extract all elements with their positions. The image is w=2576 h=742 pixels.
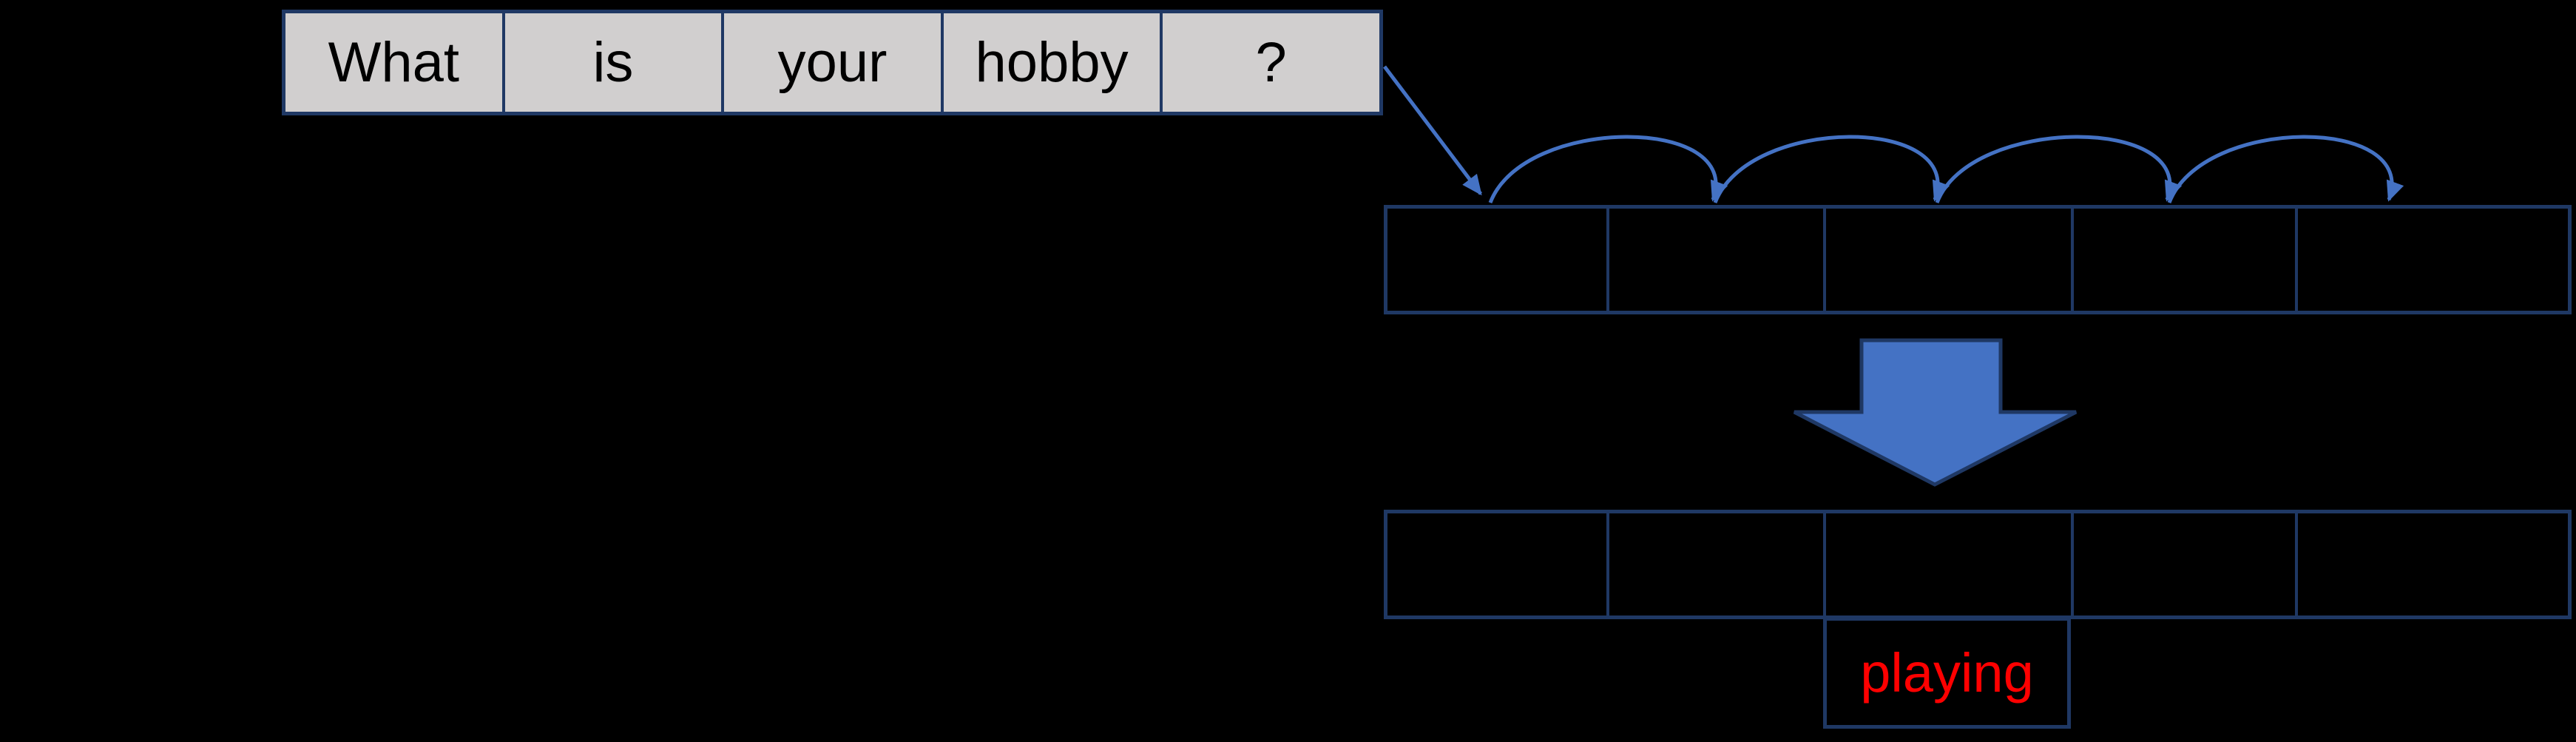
hop-arc-arrow-icon (1488, 135, 1728, 203)
token-scan-row (1384, 205, 2572, 314)
scan-cell (1606, 209, 1823, 311)
input-sentence-row: What is your hobby ? (282, 10, 1383, 115)
output-cell (2295, 513, 2568, 615)
predicted-word-label: playing (1860, 641, 2034, 704)
token-label: What (328, 30, 459, 94)
output-cell (1606, 513, 1823, 615)
scan-cell (2071, 209, 2295, 311)
hop-arc-arrow-icon (2167, 135, 2404, 203)
token-label: is (592, 30, 634, 94)
input-token-cell: is (501, 13, 722, 112)
diagonal-arrow-icon (1383, 65, 1482, 196)
block-down-arrow-icon (1793, 338, 2078, 487)
input-token-cell: hobby (940, 13, 1160, 112)
scan-cell (1823, 209, 2071, 311)
hop-arc-arrow-icon (1713, 135, 1950, 203)
token-label: hobby (975, 30, 1129, 94)
output-cell (2071, 513, 2295, 615)
input-token-cell: your (721, 13, 941, 112)
input-token-cell: What (285, 13, 502, 112)
output-cell (1823, 513, 2071, 615)
token-label: ? (1255, 30, 1287, 94)
predicted-word-box: playing (1823, 617, 2071, 729)
token-label: your (777, 30, 888, 94)
output-sequence-row (1384, 510, 2572, 619)
input-token-cell: ? (1160, 13, 1379, 112)
scan-cell (2295, 209, 2568, 311)
hop-arc-arrow-icon (1935, 135, 2183, 203)
output-cell (1387, 513, 1606, 615)
scan-cell (1387, 209, 1606, 311)
